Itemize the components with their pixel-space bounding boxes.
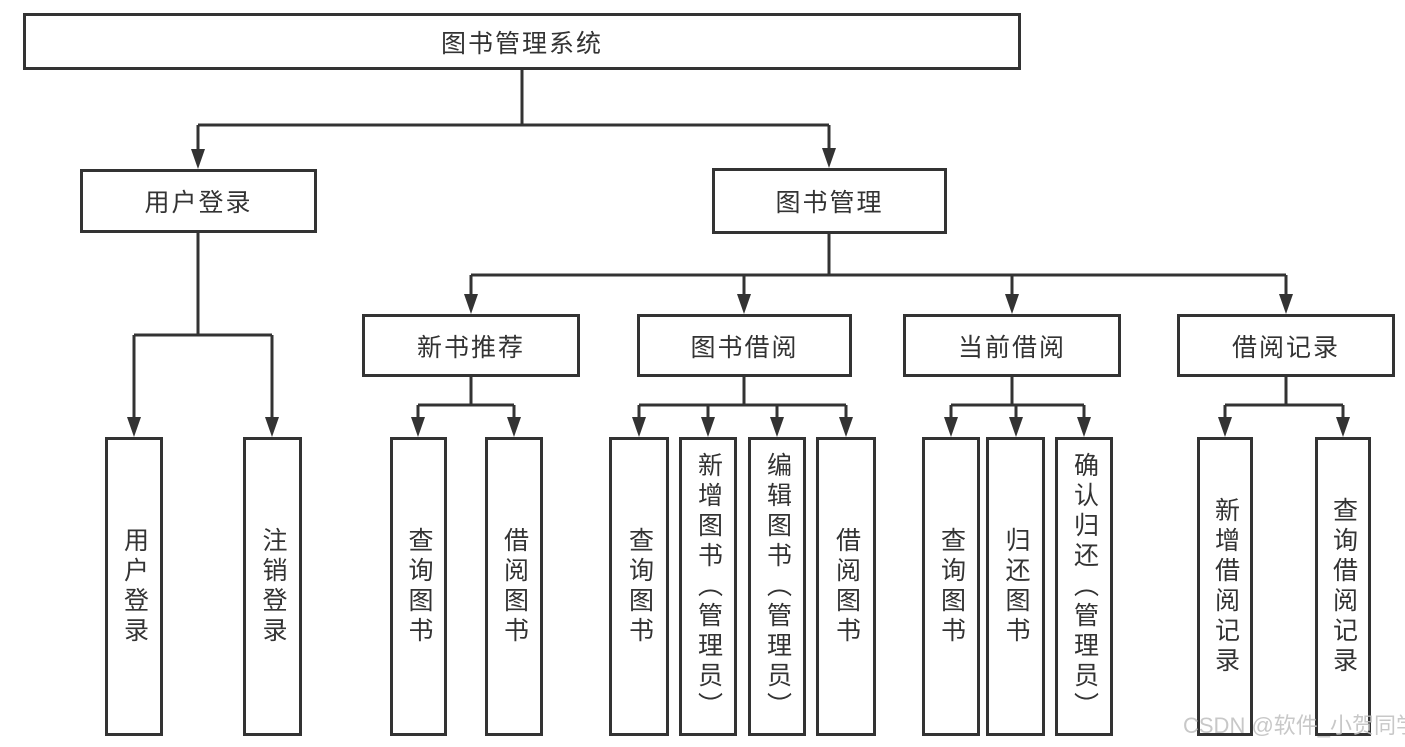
leaf-query-books-3-label: 查询图书 [937, 526, 966, 647]
leaf-borrow-books-2-label: 借阅图书 [832, 526, 861, 647]
leaf-query-borrow-record: 查询借阅记录 [1315, 437, 1371, 736]
node-user-login-group-label: 用户登录 [144, 189, 253, 217]
arrowhead [127, 417, 141, 437]
node-book-borrow-label: 图书借阅 [690, 333, 799, 362]
arrowhead [411, 417, 425, 437]
leaf-query-books-2-label: 查询图书 [625, 526, 654, 647]
leaf-borrow-books-1: 借阅图书 [485, 437, 543, 736]
leaf-add-books-admin-label: 新增图书（管理员） [694, 451, 723, 722]
leaf-borrow-books-1-label: 借阅图书 [500, 526, 529, 647]
arrowhead [822, 148, 836, 168]
leaf-query-books-3: 查询图书 [922, 437, 980, 736]
leaf-edit-books-admin: 编辑图书（管理员） [748, 437, 806, 736]
arrowhead [839, 417, 853, 437]
leaf-confirm-return-admin-label: 确认归还（管理员） [1070, 451, 1099, 722]
node-new-book-recommend-label: 新书推荐 [416, 333, 525, 362]
node-current-borrow: 当前借阅 [903, 314, 1121, 377]
edge-book-borrow-children [637, 377, 848, 420]
leaf-add-books-admin: 新增图书（管理员） [679, 437, 737, 736]
leaf-user-login: 用户登录 [105, 437, 163, 736]
edge-user-login-children [132, 233, 274, 420]
leaf-query-books-2: 查询图书 [609, 437, 669, 736]
edge-arrowheads [127, 148, 1350, 437]
leaf-add-borrow-record-label: 新增借阅记录 [1211, 496, 1240, 677]
node-book-management: 图书管理 [712, 168, 947, 234]
node-borrow-record-label: 借阅记录 [1231, 333, 1340, 362]
leaf-logout-label: 注销登录 [259, 526, 287, 647]
arrowhead [1218, 417, 1232, 437]
arrowhead [1005, 294, 1019, 314]
edge-borrow-record-children [1223, 377, 1345, 420]
arrowhead [632, 417, 646, 437]
arrowhead [507, 417, 521, 437]
arrowhead [737, 294, 751, 314]
leaf-borrow-books-2: 借阅图书 [816, 437, 876, 736]
node-root-label: 图书管理系统 [440, 29, 603, 58]
arrowhead [265, 417, 279, 437]
leaf-return-books-label: 归还图书 [1002, 526, 1030, 647]
edge-current-borrow-children [949, 377, 1086, 420]
arrowhead [191, 149, 205, 169]
node-borrow-record: 借阅记录 [1177, 314, 1395, 377]
edge-lines [132, 70, 1345, 420]
arrowhead [1336, 417, 1350, 437]
node-user-login-group: 用户登录 [80, 169, 317, 233]
arrowhead [1279, 294, 1293, 314]
node-book-management-label: 图书管理 [775, 189, 884, 217]
node-book-borrow: 图书借阅 [637, 314, 852, 377]
edge-new-book-children [416, 377, 516, 420]
leaf-return-books: 归还图书 [986, 437, 1045, 736]
arrowhead [944, 417, 958, 437]
leaf-query-borrow-record-label: 查询借阅记录 [1329, 496, 1358, 677]
leaf-add-borrow-record: 新增借阅记录 [1197, 437, 1253, 736]
node-current-borrow-label: 当前借阅 [957, 333, 1066, 362]
leaf-query-books-1-label: 查询图书 [405, 526, 433, 647]
edge-book-mgmt-to-level3 [469, 234, 1288, 297]
leaf-edit-books-admin-label: 编辑图书（管理员） [763, 451, 792, 722]
watermark: CSDN @软件_小贺同学 [1183, 713, 1405, 738]
arrowhead [1009, 417, 1023, 437]
arrowhead [464, 294, 478, 314]
edge-root-to-level2 [196, 70, 831, 152]
leaf-logout: 注销登录 [243, 437, 302, 736]
node-root-library-system: 图书管理系统 [23, 13, 1021, 70]
arrowhead [770, 417, 784, 437]
arrowhead [701, 417, 715, 437]
node-new-book-recommend: 新书推荐 [362, 314, 580, 377]
leaf-query-books-1: 查询图书 [390, 437, 447, 736]
leaf-user-login-label: 用户登录 [120, 526, 149, 647]
arrowhead [1077, 417, 1091, 437]
leaf-confirm-return-admin: 确认归还（管理员） [1055, 437, 1113, 736]
